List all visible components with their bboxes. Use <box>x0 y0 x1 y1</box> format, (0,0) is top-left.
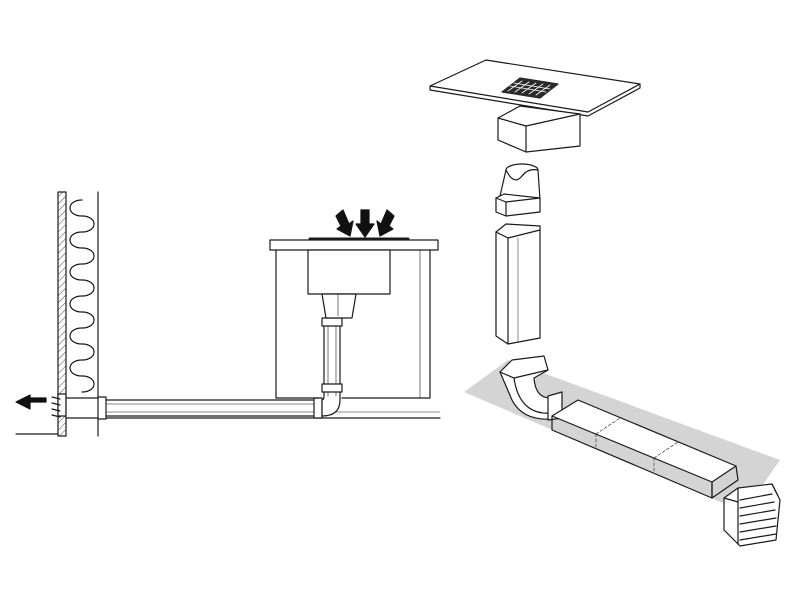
transition-box <box>497 105 581 153</box>
hob-panel <box>429 59 641 117</box>
intake-arrow-center <box>355 209 375 238</box>
downdraft-unit <box>307 249 391 319</box>
wall-outlet <box>51 393 67 418</box>
exhaust-arrow <box>15 394 47 410</box>
flat-duct-straight <box>551 399 739 499</box>
pipe-duct-run <box>65 396 323 420</box>
hob-grille <box>501 77 559 99</box>
intake-arrow-left <box>335 209 354 237</box>
intake-arrow-right <box>376 209 395 237</box>
vertical-flat-duct <box>495 223 541 345</box>
pipe-elbow <box>321 317 343 417</box>
wall-box-with-louvres <box>723 483 781 547</box>
installation-section-view <box>15 191 441 437</box>
exploded-duct-kit-view <box>429 59 781 547</box>
insulation-coil <box>69 199 95 393</box>
round-to-flat-adapter <box>495 163 541 217</box>
air-intake-arrows <box>335 209 395 238</box>
